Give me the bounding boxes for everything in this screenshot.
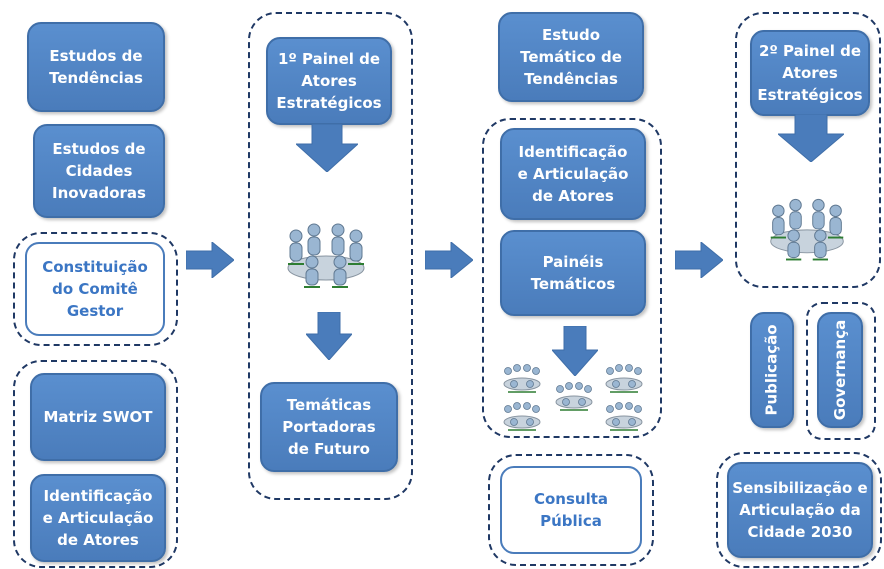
painel2-box: 2º Painel de Atores Estratégicos [750, 30, 870, 116]
sensibilizacao-box: Sensibilização e Articulação da Cidade 2… [727, 462, 873, 558]
meeting-team-icon [770, 198, 844, 261]
right-arrow-icon [425, 242, 473, 278]
painel2-dashed-group [735, 12, 881, 288]
meeting-team-icon [287, 223, 365, 288]
consulta-publica-dashed-group [488, 454, 654, 566]
down-arrow-icon [778, 114, 844, 162]
publicacao-label: Publicação [763, 324, 781, 416]
meeting-team-icon [503, 402, 541, 431]
right-arrow-icon [186, 242, 234, 278]
comite-gestor-dashed-group [13, 232, 178, 346]
meeting-team-icon [605, 364, 643, 393]
meeting-team-icon [605, 402, 643, 431]
governanca-dashed-group [806, 302, 876, 440]
publicacao-box: Publicação [750, 312, 794, 428]
meeting-team-icon [555, 382, 593, 411]
down-arrow-icon [306, 312, 352, 360]
comite-gestor-box: Constituição do Comitê Gestor [25, 242, 165, 336]
painel1-box: 1º Painel de Atores Estratégicos [266, 37, 392, 125]
governanca-box: Governança [817, 312, 863, 428]
consulta-publica-box: Consulta Pública [500, 466, 642, 554]
estudo-tematico-box: Estudo Temático de Tendências [498, 12, 644, 102]
estudos-cidades-inovadoras-box: Estudos de Cidades Inovadoras [33, 124, 165, 218]
paineis-tematicos-box: Painéis Temáticos [500, 230, 646, 316]
paineis-tematicos-dashed-group [482, 118, 662, 438]
down-arrow-icon [552, 326, 598, 376]
meeting-team-icon [503, 364, 541, 393]
painel1-dashed-group [248, 12, 413, 500]
matriz-swot-box: Matriz SWOT [30, 373, 166, 461]
identificacao-atores-box-1: Identificação e Articulação de Atores [30, 474, 166, 562]
governanca-label: Governança [831, 319, 849, 421]
tematicas-portadoras-box: Temáticas Portadoras de Futuro [260, 382, 398, 472]
identificacao-atores-box-2: Identificação e Articulação de Atores [500, 128, 646, 220]
right-arrow-icon [675, 242, 723, 278]
estudos-tendencias-box: Estudos de Tendências [27, 22, 165, 112]
swot-atores-dashed-group [13, 360, 178, 568]
sensibilizacao-dashed-group [716, 452, 882, 568]
down-arrow-icon [296, 124, 358, 172]
